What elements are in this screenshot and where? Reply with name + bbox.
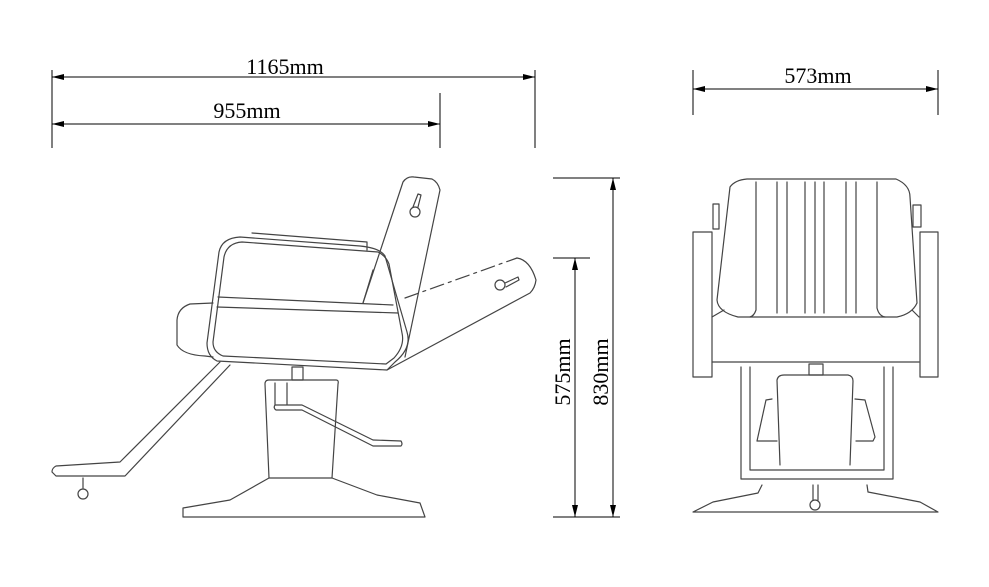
front-view xyxy=(692,178,939,513)
side-view xyxy=(51,176,537,518)
width-label: 573mm xyxy=(784,63,851,88)
backrest-upright xyxy=(362,176,441,358)
hydraulic-cylinder xyxy=(776,374,854,466)
overall-length-label: 1165mm xyxy=(246,54,323,79)
seat-length-label: 955mm xyxy=(213,98,280,123)
footrest-knob xyxy=(77,477,89,500)
dimension-seat-height: 575mm xyxy=(550,257,590,517)
backrest-reclined xyxy=(404,257,518,299)
keyhole-icon xyxy=(494,276,520,291)
dimension-overall-length: 1165mm xyxy=(51,54,536,148)
armrest-left xyxy=(692,231,713,378)
back-stitch-lines xyxy=(749,181,886,318)
seat-band xyxy=(711,309,920,363)
base xyxy=(692,484,939,513)
dimension-overall-height: 830mm xyxy=(553,177,620,518)
armrest xyxy=(176,302,214,358)
seat-height-label: 575mm xyxy=(550,338,575,405)
base xyxy=(182,477,426,518)
leg-rest xyxy=(51,361,231,477)
hydraulic-column xyxy=(264,379,339,479)
seat-frame xyxy=(740,366,894,480)
pump-knob xyxy=(809,484,821,511)
armrest-right xyxy=(919,231,939,378)
overall-height-label: 830mm xyxy=(588,338,613,405)
back-cushion xyxy=(716,178,918,318)
pump-lever xyxy=(273,382,403,447)
seat-cushion-inner xyxy=(212,241,404,365)
keyhole-icon xyxy=(409,193,422,218)
dimension-width: 573mm xyxy=(692,63,939,115)
seat-cushion-outer xyxy=(206,236,409,371)
dimension-seat-length: 955mm xyxy=(52,93,441,148)
